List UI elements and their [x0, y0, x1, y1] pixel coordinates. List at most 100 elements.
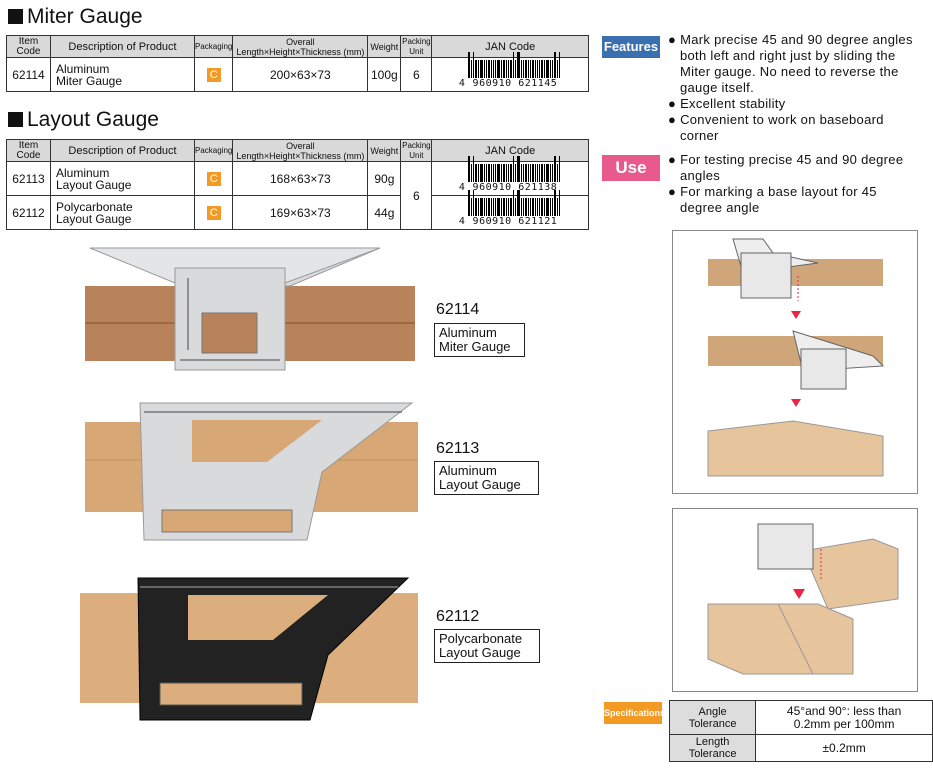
barcode-bar — [508, 163, 510, 182]
barcode-bar — [468, 51, 471, 78]
dimensions: 200×63×73 — [232, 57, 369, 92]
barcode-bar — [510, 197, 513, 216]
barcode-bar — [473, 189, 475, 216]
barcode-bar — [497, 59, 501, 78]
header-packaging: Packaging — [193, 139, 234, 162]
barcode-bar — [488, 197, 491, 216]
barcode-bar — [495, 59, 497, 78]
barcode-bar — [530, 59, 532, 78]
barcode-bar — [523, 197, 525, 216]
barcode-bar — [554, 51, 557, 78]
weight: 44g — [367, 195, 402, 230]
header-weight: Weight — [367, 139, 402, 162]
barcode-bar — [503, 59, 506, 78]
barcode-bar — [552, 197, 554, 216]
barcode-bar — [503, 197, 506, 216]
barcode-bar — [506, 163, 508, 182]
product-description: Aluminum Layout Gauge — [50, 161, 195, 196]
header-packing-unit: Packing Unit — [400, 35, 433, 58]
barcode-bar — [501, 163, 503, 182]
barcode-bar — [508, 197, 510, 216]
barcode-bar — [544, 59, 546, 78]
barcode-bar — [515, 59, 517, 78]
barcode-bar — [535, 197, 537, 216]
packaging-badge: C — [206, 172, 221, 186]
barcode-bar — [537, 59, 539, 78]
barcode-bar — [525, 163, 528, 182]
list-item: ● Excellent stability — [668, 96, 786, 111]
packaging-cell: C — [193, 57, 234, 92]
packaging-cell: C — [193, 195, 234, 230]
dimensions: 168×63×73 — [232, 161, 369, 196]
barcode-bar — [532, 197, 535, 216]
table-row: Length Tolerance ±0.2mm — [668, 734, 933, 762]
packaging-badge: C — [206, 68, 221, 82]
barcode-bar — [544, 197, 546, 216]
header-item-code: Item Code — [6, 35, 51, 58]
table-row: 62114 Aluminum Miter Gauge C 200×63×73 1… — [6, 51, 589, 92]
barcode-bar — [521, 197, 523, 216]
packing-unit: 6 — [400, 161, 433, 230]
product-code: 62114 — [436, 301, 480, 318]
polycarbonate-layout-gauge-photo — [80, 577, 418, 721]
barcode-bar — [544, 163, 546, 182]
aluminum-layout-gauge-photo — [85, 402, 418, 541]
barcode-bar — [554, 155, 557, 182]
item-code: 62113 — [6, 161, 51, 196]
barcode-bar — [491, 163, 493, 182]
barcode-bar — [491, 197, 493, 216]
header-item-code: Item Code — [6, 139, 51, 162]
barcode-bar — [528, 59, 530, 78]
barcode-bar — [493, 197, 495, 216]
barcode-bar — [473, 51, 475, 78]
dimensions: 169×63×73 — [232, 195, 369, 230]
barcode-bar — [488, 163, 491, 182]
barcode-bar — [530, 163, 532, 182]
spec-label: Length Tolerance — [668, 734, 757, 762]
barcode-bar — [554, 189, 557, 216]
barcode-bar — [539, 197, 541, 216]
barcode-bar — [486, 59, 488, 78]
square-bullet-icon — [8, 9, 23, 24]
barcode-bar — [515, 163, 517, 182]
barcode-bar — [557, 197, 559, 216]
barcode-bar — [541, 59, 544, 78]
barcode-bar — [528, 197, 530, 216]
list-item: ● Mark precise 45 and 90 degree angles b… — [668, 32, 913, 95]
barcode-bar — [535, 59, 537, 78]
barcode-bars — [468, 155, 561, 182]
jan-barcode: 4 960910 621121 — [431, 189, 589, 230]
barcode-bar — [546, 197, 550, 216]
barcode-bar — [475, 197, 478, 216]
list-item: ● For testing precise 45 and 90 degree a… — [668, 152, 904, 183]
barcode-bar — [559, 51, 561, 78]
header-weight: Weight — [367, 35, 402, 58]
table-row: 62113 Aluminum Layout Gauge C 168×63×73 … — [6, 155, 589, 230]
barcode-bar — [550, 197, 552, 216]
item-code: 62114 — [6, 57, 51, 92]
barcode-bar — [537, 163, 539, 182]
barcode-bar — [550, 163, 552, 182]
miter-gauge-title: Miter Gauge — [8, 5, 143, 29]
barcode-bar — [471, 163, 473, 182]
barcode-bar — [495, 197, 497, 216]
miter-gauge-photo — [85, 247, 415, 371]
product-description: Aluminum Miter Gauge — [50, 57, 195, 92]
usage-diagram-baseboard — [672, 230, 918, 494]
barcode-bar — [513, 189, 515, 216]
header-dimensions: Overall Length×Height×Thickness (mm) — [232, 139, 369, 162]
barcode-bar — [510, 59, 513, 78]
layout-gauge-table: Item Code Description of Product Packagi… — [6, 139, 589, 230]
barcode-bar — [530, 197, 532, 216]
barcode-bar — [486, 163, 488, 182]
barcode-bar — [541, 163, 544, 182]
features-list: ● Mark precise 45 and 90 degree angles b… — [668, 32, 923, 144]
barcode-bar — [559, 189, 561, 216]
barcode-bar — [495, 163, 497, 182]
barcode-bar — [537, 197, 539, 216]
header-jan-code: JAN Code — [431, 35, 589, 58]
barcode-bar — [513, 51, 515, 78]
barcode-bar — [478, 59, 480, 78]
